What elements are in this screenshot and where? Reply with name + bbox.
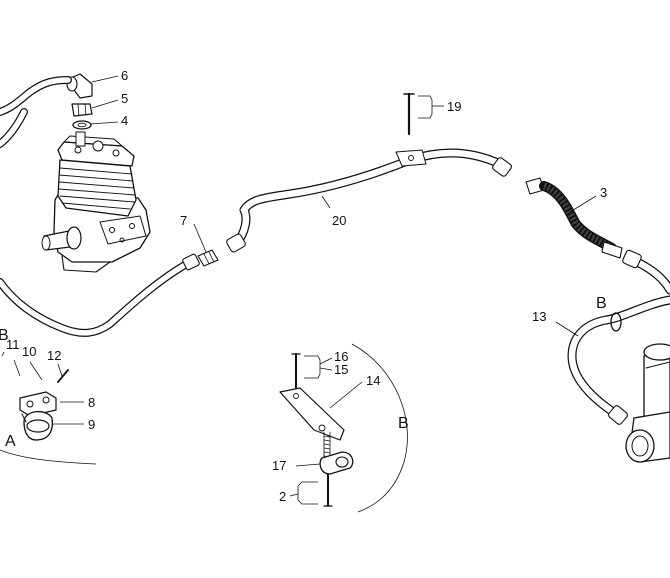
callout-labels: 6 5 4 7 20 19 3 13 16 15 14 17 2 11 10 1… bbox=[0, 68, 607, 504]
callout-20: 20 bbox=[332, 213, 346, 228]
pipe-13 bbox=[567, 249, 670, 425]
callout-15: 15 bbox=[334, 362, 348, 377]
section-label-b-detail: B bbox=[398, 415, 409, 432]
flexible-hose-3 bbox=[525, 177, 623, 259]
detail-b-bracket bbox=[279, 343, 408, 513]
callout-12: 12 bbox=[47, 348, 61, 363]
pipe-20 bbox=[226, 148, 512, 253]
air-compressor bbox=[41, 131, 151, 273]
callout-8: 8 bbox=[88, 395, 95, 410]
section-label-a: A bbox=[5, 433, 16, 450]
callout-14: 14 bbox=[366, 373, 380, 388]
bolt-19 bbox=[403, 92, 415, 136]
union-nut bbox=[71, 103, 93, 117]
callout-7: 7 bbox=[180, 213, 187, 228]
section-label-b-main: B bbox=[596, 295, 607, 312]
callout-5: 5 bbox=[121, 91, 128, 106]
callout-9: 9 bbox=[88, 417, 95, 432]
callout-10: 10 bbox=[22, 344, 36, 359]
detail-a-clamp bbox=[0, 369, 97, 465]
callout-11: 11 bbox=[6, 337, 20, 352]
callout-13: 13 bbox=[532, 309, 546, 324]
callout-17: 17 bbox=[272, 458, 286, 473]
callout-6: 6 bbox=[121, 68, 128, 83]
pipe-connector bbox=[197, 249, 219, 267]
section-label-b-clip: B bbox=[0, 327, 9, 344]
compressor-outlet-pipe bbox=[0, 76, 72, 148]
callout-16: 16 bbox=[334, 349, 348, 364]
callout-19: 19 bbox=[447, 99, 461, 114]
leader-lines bbox=[1, 75, 597, 505]
sealing-washer bbox=[72, 120, 92, 130]
air-dryer bbox=[625, 343, 670, 463]
callout-2: 2 bbox=[279, 489, 286, 504]
callout-4: 4 bbox=[121, 113, 128, 128]
callout-3: 3 bbox=[600, 185, 607, 200]
main-delivery-pipe bbox=[0, 253, 200, 337]
